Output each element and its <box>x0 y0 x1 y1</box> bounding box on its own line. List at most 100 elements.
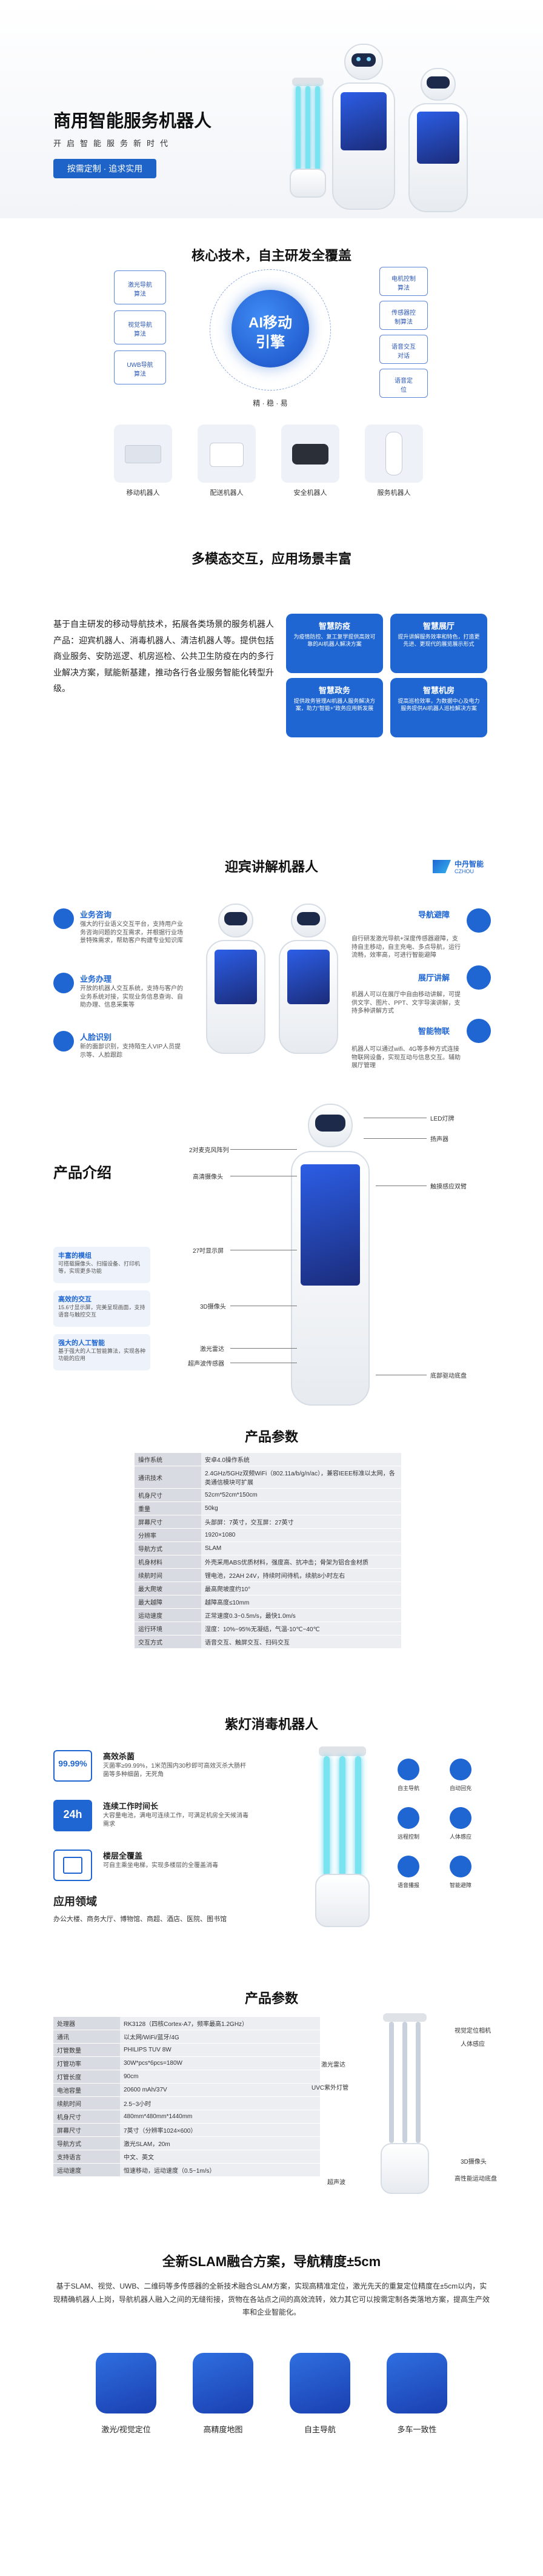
welcome-left-title-3: 人脸识别 <box>80 1033 112 1042</box>
spec-value: 30W*pcs*6pcs=180W <box>120 2056 320 2070</box>
spec-value: 52cm*52cm*150cm <box>201 1488 401 1502</box>
intro-feature-3-title: 强大的人工智能 <box>58 1340 105 1347</box>
intro-callout-right-3: 触摸感应双臂 <box>430 1184 467 1190</box>
intro-callout-left-4: 3D摄像头 <box>200 1304 226 1310</box>
spec-row: 屏幕尺寸头部屏：7英寸，交互屏：27英寸 <box>135 1515 401 1529</box>
slam-icon-1 <box>96 2353 156 2413</box>
welcome-right-title-1: 导航避障 <box>418 910 450 919</box>
slam-label-1: 激光/视觉定位 <box>101 2425 151 2434</box>
spec-key: 灯管数量 <box>53 2043 120 2057</box>
intro-callout-left-1: 2对麦克风阵列 <box>189 1147 229 1154</box>
scenario-card-1-title: 智慧防疫 <box>318 622 350 631</box>
params2-callout-right-2: 人体感应 <box>461 2041 485 2048</box>
slam-icon-4 <box>387 2353 447 2413</box>
core-right-item-3: 语音交互 对话 <box>379 335 428 364</box>
spec-row: 续航时间锂电池，22AH 24V，持续时间待机，续航8小时左右 <box>135 1568 401 1582</box>
spec-key: 导航方式 <box>53 2136 120 2150</box>
uv-badge-1-text: 99.99% <box>58 1759 87 1768</box>
uv-feature-label-5: 语音播报 <box>397 1882 419 1888</box>
params2-callout-left-1: 激光雷达 <box>321 2062 345 2068</box>
ai-engine-title-1: AI移动 <box>248 315 292 331</box>
spec-row: 支持语言中文、英文 <box>53 2150 320 2164</box>
spec-key: 操作系统 <box>135 1453 201 1466</box>
spec-key: 续航时间 <box>53 2096 120 2110</box>
ai-engine-core <box>232 290 309 367</box>
spec-key: 运动速度 <box>135 1608 201 1622</box>
spec-value: 90cm <box>120 2070 320 2084</box>
uv-application-title: 应用领域 <box>53 1896 97 1908</box>
slam-label-2: 高精度地图 <box>203 2425 243 2434</box>
intro-callout-right-2: 扬声器 <box>430 1136 448 1143</box>
uv-title: 紫灯消毒机器人 <box>224 1717 318 1732</box>
spec-value: 正常速度0.3~0.5m/s，最快1.0m/s <box>201 1608 401 1622</box>
uv-badge-1: 99.99% <box>53 1750 92 1782</box>
spec-value: RK3128（四核Cortex-A7，频率最高1.2GHz） <box>120 2017 320 2030</box>
params2-callout-right-4: 高性能运动底盘 <box>455 2176 497 2182</box>
spec-key: 续航时间 <box>135 1568 201 1582</box>
welcome-left-icon-3 <box>53 1031 74 1052</box>
core-left-item-1: 激光导航 算法 <box>114 270 166 304</box>
uv-robot-2 <box>381 2013 429 2195</box>
spec-value: 激光SLAM，20m <box>120 2136 320 2150</box>
uv-item-3-text: 可自主乘坐电梯，实现多楼层的全覆盖消毒 <box>103 1862 218 1869</box>
intro-robot <box>285 1104 376 1407</box>
uv-item-1-title: 高效杀菌 <box>103 1752 135 1761</box>
core-left-item-2: 视觉导航 算法 <box>114 310 166 344</box>
core-right-item-2: 传感器控 制算法 <box>379 301 428 330</box>
spec-value: 头部屏：7英寸，交互屏：27英寸 <box>201 1515 401 1529</box>
uv-feature-icon-3 <box>398 1807 419 1829</box>
spec-row: 机身材料外壳采用ABS优质材料，强度高、抗冲击；骨架为铝合金材质 <box>135 1555 401 1569</box>
spec-row: 操作系统安卓4.0操作系统 <box>135 1453 401 1466</box>
uv-feature-label-1: 自主导航 <box>397 1785 419 1791</box>
welcome-left-text-1: 强大的行业语义交互平台，支持用户业务咨询问题的交互需求，并根据行业场景特殊需求，… <box>80 921 183 944</box>
spec-key: 运动速度 <box>53 2163 120 2177</box>
core-left-label-3: UWB导航 算法 <box>127 362 153 378</box>
slam-icon-2 <box>193 2353 253 2413</box>
brand-logo-mark <box>433 860 451 873</box>
spec-value: 以太网/WiFi/蓝牙/4G <box>120 2030 320 2044</box>
uv-application-text: 办公大楼、商务大厅、博物馆、商超、酒店、医院、图书馆 <box>53 1916 227 1923</box>
hero-button[interactable]: 按需定制 · 追求实用 <box>53 159 156 178</box>
spec-value: 7英寸（分辨率1024×600） <box>120 2123 320 2137</box>
spec-row: 运动速度正常速度0.3~0.5m/s，最快1.0m/s <box>135 1608 401 1622</box>
brand-logo-en: CZHOU <box>455 868 474 874</box>
spec-key: 最大越障 <box>135 1595 201 1609</box>
intro-feature-2-title: 高效的交互 <box>58 1296 92 1303</box>
spec-row: 最大越障越障高度≤10mm <box>135 1595 401 1609</box>
spec-row: 运行环境湿度：10%~95%无凝结，气温-10℃~40℃ <box>135 1622 401 1635</box>
intro-callout-left-6: 超声波传感器 <box>188 1361 224 1367</box>
core-right-label-2: 传感器控 制算法 <box>391 310 416 326</box>
spec-row: 最大爬坡最高爬坡度约10° <box>135 1581 401 1595</box>
spec-key: 分辨率 <box>135 1528 201 1542</box>
spec-value: 湿度：10%~95%无凝结，气温-10℃~40℃ <box>201 1622 401 1635</box>
scenario-card-1-text: 为疫情防控、复工复学提供高效可靠的AI机器人解决方案 <box>293 634 376 647</box>
scenario-card-3: 智慧政务 提供政务管理AI机器人服务解决方案，助力“智能+”政务应用新发展 <box>286 678 383 737</box>
spec-value: 2.5~3小时 <box>120 2096 320 2110</box>
spec-value: PHILIPS TUV 8W <box>120 2043 320 2057</box>
welcome-right-text-2: 机器人可以在展厅中自由移动讲解，可提供文字、图片、PPT、文字导演讲解，支持多种… <box>351 991 461 1015</box>
scenario-card-4: 智慧机房 提高巡检效率，为数据中心及电力服务提供AI机器人巡检解决方案 <box>390 678 487 737</box>
uv-feature-label-4: 人体感应 <box>449 1834 471 1840</box>
spec-key: 通讯 <box>53 2030 120 2044</box>
intro-feature-1-title: 丰富的模组 <box>58 1252 92 1259</box>
welcome-left-icon-2 <box>53 973 74 993</box>
intro-callout-right-4: 底部驱动底盘 <box>430 1373 467 1380</box>
uv-badge-2: 24h <box>53 1800 92 1831</box>
hero-subtitle: 开启智能服务新时代 <box>53 139 174 148</box>
intro-callout-left-5: 激光雷达 <box>200 1346 224 1353</box>
core-right-item-1: 电机控制 算法 <box>379 267 428 296</box>
ai-engine-subtitle: 精 · 稳 · 易 <box>253 399 288 408</box>
slam-label-4: 多车一致性 <box>397 2425 437 2434</box>
uv-robot <box>315 1746 370 1928</box>
uv-feature-label-3: 远程控制 <box>397 1834 419 1840</box>
